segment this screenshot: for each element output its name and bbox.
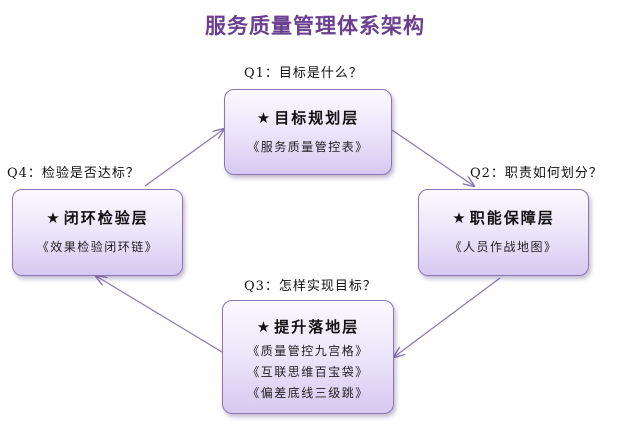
question-q3: Q3：怎样实现目标？	[244, 279, 377, 294]
star-icon: ★	[452, 209, 468, 227]
star-icon: ★	[46, 209, 62, 227]
box-goal-planning-label: 目标规划层	[274, 109, 360, 127]
question-q4: Q4：检验是否达标？	[7, 166, 140, 181]
box-improvement-label: 提升落地层	[274, 318, 360, 336]
box-closed-loop-label: 闭环检验层	[63, 209, 149, 227]
box-function-support: ★职能保障层 《人员作战地图》	[418, 189, 589, 276]
box-goal-planning-heading: ★目标规划层	[225, 107, 391, 128]
box-improvement-line-1: 《质量管控九宫格》	[247, 344, 369, 358]
arrow-top-to-right	[391, 129, 474, 186]
box-improvement-line-2: 《互联思维百宝袋》	[247, 365, 369, 379]
box-closed-loop: ★闭环检验层 《效果检验闭环链》	[12, 189, 183, 276]
box-improvement-heading: ★提升落地层	[223, 316, 393, 337]
star-icon: ★	[256, 109, 273, 127]
box-goal-planning-line-1: 《服务质量管控表》	[247, 140, 369, 154]
box-function-support-heading: ★职能保障层	[419, 207, 588, 228]
box-function-support-label: 职能保障层	[469, 209, 555, 227]
box-function-support-line-1: 《人员作战地图》	[449, 240, 558, 254]
box-closed-loop-heading: ★闭环检验层	[13, 207, 182, 228]
diagram-title: 服务质量管理体系架构	[205, 14, 425, 38]
box-improvement: ★提升落地层 《质量管控九宫格》 《互联思维百宝袋》 《偏差底线三级跳》	[222, 300, 394, 414]
question-q2: Q2：职责如何划分？	[470, 166, 603, 181]
box-improvement-line-3: 《偏差底线三级跳》	[247, 386, 369, 400]
box-closed-loop-line-1: 《效果检验闭环链》	[36, 240, 159, 254]
arrow-bottom-to-left	[96, 276, 223, 353]
arrow-right-to-bottom	[394, 277, 501, 357]
star-icon: ★	[256, 318, 273, 336]
arrow-left-to-top	[144, 129, 224, 187]
question-q1: Q1：目标是什么？	[244, 66, 363, 81]
box-goal-planning: ★目标规划层 《服务质量管控表》	[224, 89, 392, 175]
